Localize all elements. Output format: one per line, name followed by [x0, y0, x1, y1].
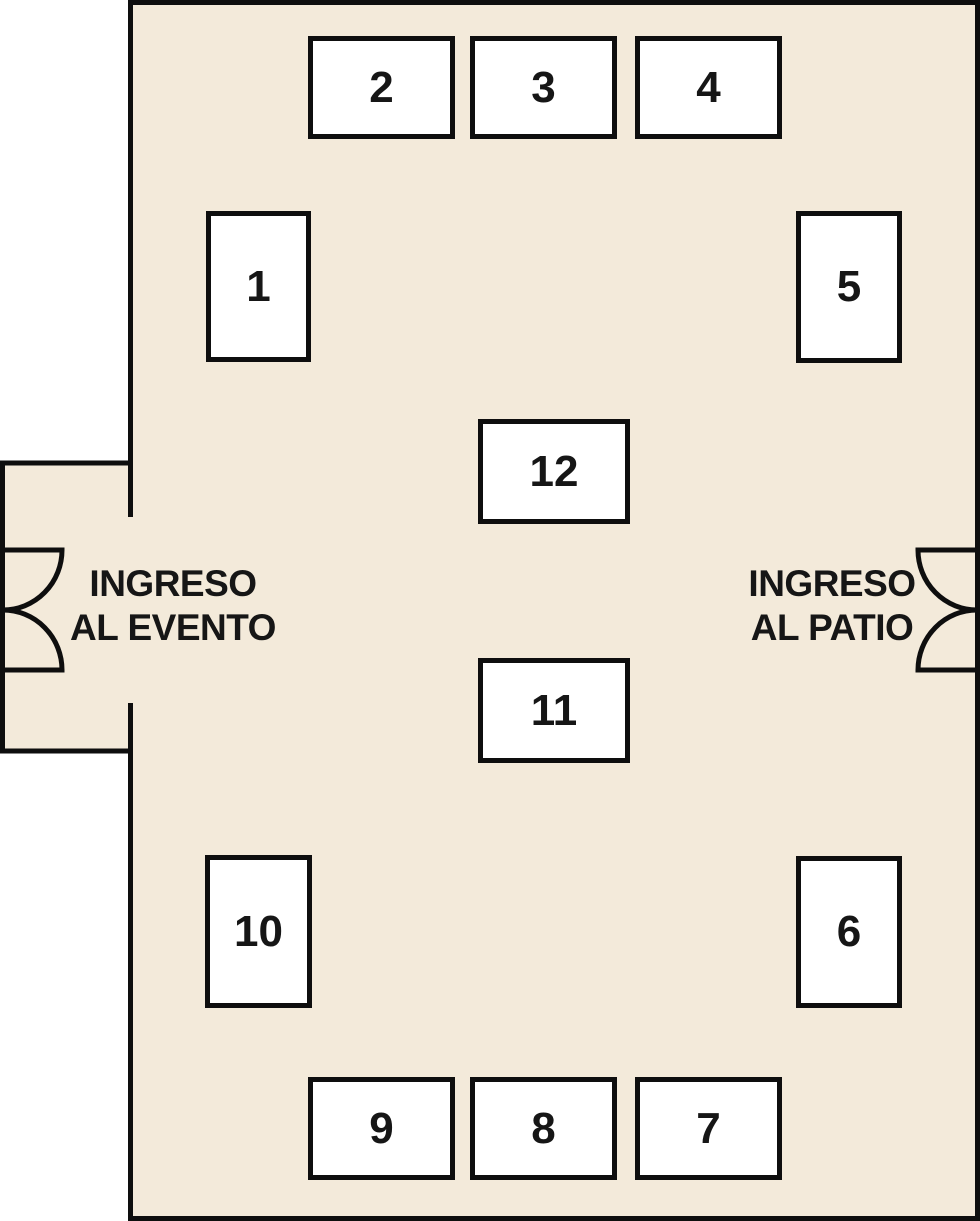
- left-door-swing-icon: [2, 547, 65, 673]
- stall-6: 6: [796, 856, 902, 1008]
- entrance-label-event-line2: AL EVENTO: [70, 607, 276, 648]
- right-door-swing-icon: [915, 547, 978, 673]
- entrance-label-patio-line2: AL PATIO: [750, 607, 914, 648]
- stall-4: 4: [635, 36, 782, 139]
- left-doorway-gap: [126, 517, 135, 703]
- entrance-label-patio: INGRESO AL PATIO: [707, 562, 957, 650]
- stall-9: 9: [308, 1077, 455, 1180]
- stall-2: 2: [308, 36, 455, 139]
- stall-7: 7: [635, 1077, 782, 1180]
- entrance-label-patio-line1: INGRESO: [748, 563, 916, 604]
- stall-10: 10: [205, 855, 312, 1008]
- stall-11: 11: [478, 658, 630, 763]
- vestibule-outline: [0, 460, 133, 754]
- entrance-label-event: INGRESO AL EVENTO: [48, 562, 298, 650]
- stall-5: 5: [796, 211, 902, 363]
- room-outline: [128, 0, 980, 1221]
- stall-12: 12: [478, 419, 630, 524]
- stall-1: 1: [206, 211, 311, 362]
- entrance-label-event-line1: INGRESO: [89, 563, 257, 604]
- stall-3: 3: [470, 36, 617, 139]
- stall-8: 8: [470, 1077, 617, 1180]
